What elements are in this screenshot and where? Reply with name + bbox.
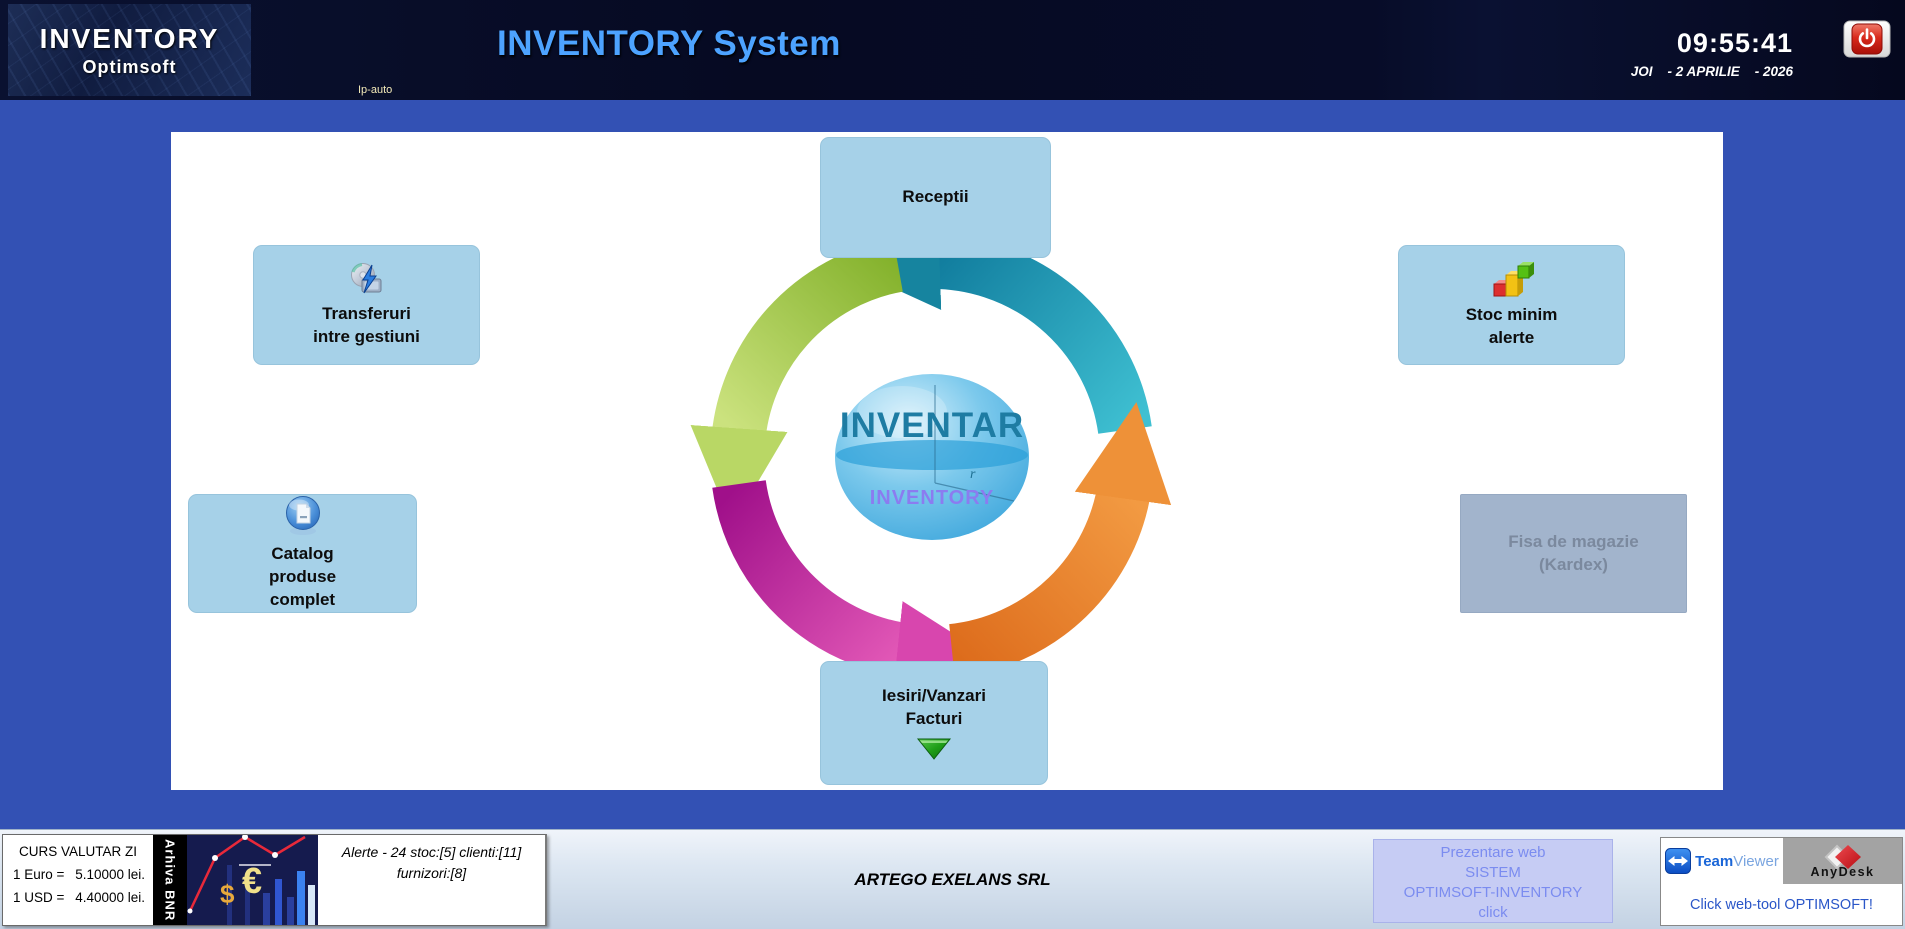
fisa-label: Fisa de magazie (Kardex) [1508,531,1639,574]
arrow-green [690,238,904,526]
catalog-icon [285,496,320,536]
receptii-button[interactable]: Receptii [820,137,1051,258]
remote-tools-panel: TeamViewer AnyDesk Click web- [1660,837,1903,926]
fisa-magazie-button[interactable]: Fisa de magazie (Kardex) [1460,494,1687,613]
arhiva-bnr-button[interactable]: Arhiva BNR [153,835,187,925]
usd-rate-row: 1 USD = 4.40000 lei. [3,890,153,905]
currency-alerts-panel: CURS VALUTAR ZI 1 Euro = 5.10000 lei. 1 … [2,834,547,926]
anydesk-label: AnyDesk [1810,865,1875,879]
app-logo: INVENTORY Optimsoft [8,4,251,96]
receptii-label: Receptii [902,187,969,207]
teamviewer-label: TeamViewer [1695,853,1779,870]
teamviewer-label-team: Team [1695,852,1734,870]
teamviewer-button[interactable]: TeamViewer [1661,838,1783,884]
globe-subtitle: INVENTORY [870,487,995,509]
logo-title: INVENTORY [39,22,220,54]
clock: 09:55:41 [1676,28,1793,58]
down-triangle-icon [916,738,952,760]
catalog-label: Catalog produse complet [268,544,337,609]
finance-chart-image: $ € [187,835,318,925]
page-title: INVENTORY System [497,24,841,63]
dollar-symbol: $ [220,879,235,909]
teamviewer-icon [1665,848,1692,874]
iesiri-vanzari-button[interactable]: Iesiri/Vanzari Facturi [820,661,1048,785]
arrow-teal [842,212,1152,435]
company-name: ARTEGO EXELANS SRL [854,870,1051,889]
inventory-cycle-diagram: r INVENTAR INVENTORY [690,212,1172,698]
usd-label: 1 USD = [13,890,65,905]
header-bar: INVENTORY Optimsoft INVENTORY System Ip-… [0,0,1905,100]
footer-bar: CURS VALUTAR ZI 1 Euro = 5.10000 lei. 1 … [0,829,1905,929]
prezentare-web-button[interactable]: Prezentare web SISTEM OPTIMSOFT-INVENTOR… [1373,839,1613,923]
transferuri-label: Transferuri intre gestiuni [313,304,420,346]
cycle-arrows [690,212,1172,698]
currency-rates: CURS VALUTAR ZI 1 Euro = 5.10000 lei. 1 … [3,835,153,925]
currency-title: CURS VALUTAR ZI [18,844,137,859]
power-icon [1843,20,1891,58]
teamviewer-label-viewer: Viewer [1733,852,1779,870]
transferuri-button[interactable]: Transferuri intre gestiuni [253,245,480,365]
euro-symbol: € [242,860,262,901]
euro-value: 5.10000 lei. [75,867,145,882]
clock-block: 09:55:41 JOI - 2 APRILIE - 2026 [1631,28,1793,79]
alerts-status[interactable]: Alerte - 24 stoc:[5] clienti:[11] furniz… [341,844,522,881]
arrow-orange [948,402,1172,678]
inventory-globe: r INVENTAR INVENTORY [835,374,1029,540]
euro-rate-row: 1 Euro = 5.10000 lei. [3,867,153,882]
usd-value: 4.40000 lei. [75,890,145,905]
remote-logos-row: TeamViewer AnyDesk [1661,838,1902,884]
date: JOI - 2 APRILIE - 2026 [1630,64,1793,79]
stoc-minim-label: Stoc minim alerte [1465,305,1558,347]
euro-label: 1 Euro = [13,867,65,882]
logo-subtitle: Optimsoft [82,56,177,77]
anydesk-icon [1824,844,1861,870]
ip-auto-label: Ip-auto [358,84,393,96]
stock-alert-bars-icon [1493,262,1534,297]
anydesk-button[interactable]: AnyDesk [1783,838,1902,884]
globe-title: INVENTAR [840,406,1024,445]
power-button[interactable] [1843,20,1891,58]
webtool-link[interactable]: Click web-tool OPTIMSOFT! [1690,896,1873,913]
catalog-produse-button[interactable]: Catalog produse complet [188,494,417,613]
radius-label: r [970,467,976,482]
arrow-magenta [712,479,995,698]
iesiri-label: Iesiri/Vanzari Facturi [882,686,986,728]
stoc-minim-button[interactable]: Stoc minim alerte [1398,245,1625,365]
transfer-icon [350,263,381,294]
